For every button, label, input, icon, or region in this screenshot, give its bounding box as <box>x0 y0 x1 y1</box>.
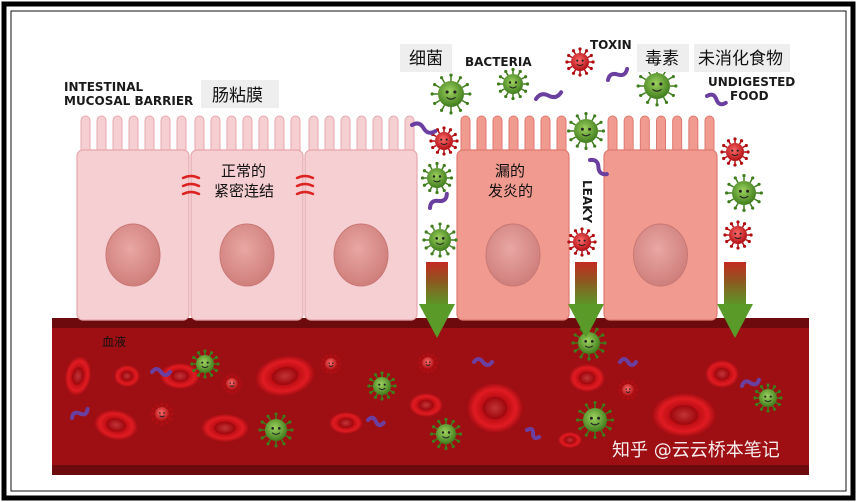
tight-junction-icon <box>181 174 201 196</box>
red-blood-cell-icon <box>652 393 716 437</box>
toxin-icon <box>150 367 172 377</box>
toxin-icon <box>525 426 542 441</box>
leaky-label-line2: 发炎的 <box>488 182 533 200</box>
intestinal-label-line2: MUCOSAL BARRIER <box>64 94 193 108</box>
leak-arrow-icon <box>568 262 604 338</box>
red-blood-cell-icon <box>114 365 140 387</box>
bacteria-en-label: BACTERIA <box>465 55 532 69</box>
bacteria-icon <box>725 174 764 212</box>
leaky-en-label: LEAKY <box>580 180 594 223</box>
leak-arrow-icon <box>717 262 753 338</box>
bacteria-icon <box>430 73 472 115</box>
cell-nucleus <box>333 223 389 287</box>
bacteria-icon <box>429 417 463 451</box>
red-blood-cell-icon <box>94 409 138 441</box>
intestinal-label-line1: INTESTINAL <box>64 80 144 94</box>
normal-label-line2: 紧密连结 <box>214 182 274 200</box>
red-blood-cell-icon <box>160 363 200 389</box>
toxin-icon <box>740 377 761 388</box>
leak-arrows <box>419 262 753 338</box>
cell-nucleus <box>633 223 688 287</box>
toxin-en-label: TOXIN <box>590 38 632 52</box>
toxin-icon <box>534 90 564 101</box>
bacteria-icon <box>320 353 342 375</box>
red-blood-cell-icon <box>329 412 363 434</box>
cell-nucleus <box>105 223 161 287</box>
lumen-contents <box>410 47 764 258</box>
leaky-label-line1: 漏的 <box>495 162 525 180</box>
bacteria-icon <box>720 137 750 167</box>
toxin-icon <box>428 191 449 210</box>
red-blood-cell-icon <box>569 364 605 392</box>
normal-label-line1: 正常的 <box>221 162 266 180</box>
bacteria-icon <box>567 112 606 150</box>
toxin-icon <box>410 121 438 135</box>
bacteria-icon <box>221 373 243 395</box>
mucosa-cn-label: 肠粘膜 <box>212 86 263 106</box>
tight-junction-icon <box>295 174 315 196</box>
bacteria-icon <box>565 47 595 77</box>
inflamed-cell-2 <box>603 115 718 321</box>
red-blood-cell-icon <box>255 355 315 397</box>
toxin-icon <box>366 415 386 428</box>
toxin-icon <box>70 407 90 420</box>
healthy-cell-3 <box>304 115 418 321</box>
blood-contents <box>64 325 783 451</box>
bacteria-icon <box>422 222 458 258</box>
bacteria-icon <box>190 349 220 379</box>
bacteria-icon <box>417 352 439 374</box>
inflamed-cell-1 <box>456 115 570 321</box>
bacteria-icon <box>567 227 597 257</box>
cell-nucleus <box>219 223 275 287</box>
healthy-cell-2 <box>190 115 304 321</box>
bacteria-icon <box>367 371 397 401</box>
undigested-cn-label: 未消化食物 <box>698 49 783 69</box>
toxin-icon <box>618 357 638 367</box>
bacteria-icon <box>258 412 294 448</box>
healthy-cell-1 <box>76 115 190 321</box>
bacteria-icon <box>429 126 459 156</box>
cell-nucleus <box>485 223 541 287</box>
epithelial-cells <box>76 115 718 321</box>
leak-arrow-icon <box>419 262 455 338</box>
bacteria-icon <box>753 383 783 413</box>
toxin-cn-box <box>637 44 689 72</box>
bacteria-icon <box>150 402 174 426</box>
red-blood-cell-icon <box>467 383 523 433</box>
toxin-icon <box>606 67 630 82</box>
red-blood-cell-icon <box>705 360 739 388</box>
toxin-cn-label: 毒素 <box>645 49 679 69</box>
mucosa-label-box <box>201 80 279 108</box>
blood-cn-label: 血液 <box>102 334 126 349</box>
watermark: 知乎 @云云桥本笔记 <box>612 440 780 461</box>
toxin-icon <box>472 357 494 367</box>
red-blood-cell-icon <box>64 356 92 396</box>
bacteria-icon <box>576 401 615 439</box>
red-blood-cell-icon <box>201 414 249 442</box>
bacteria-icon <box>723 220 753 250</box>
red-blood-cell-icon <box>409 393 443 417</box>
bacteria-cn-box <box>400 44 452 72</box>
bacteria-cn-label: 细菌 <box>409 49 443 69</box>
bacteria-icon <box>420 161 454 195</box>
bacteria-icon <box>636 65 678 107</box>
bacteria-icon <box>617 379 639 401</box>
undigested-cn-box <box>694 44 790 72</box>
undigested-en-line1: UNDIGESTED <box>708 75 795 89</box>
toxin-icon <box>705 92 728 107</box>
toxin-icon <box>588 157 609 177</box>
red-blood-cell-icon <box>558 432 582 448</box>
undigested-en-line2: FOOD <box>730 89 769 103</box>
bacteria-icon <box>496 67 530 101</box>
